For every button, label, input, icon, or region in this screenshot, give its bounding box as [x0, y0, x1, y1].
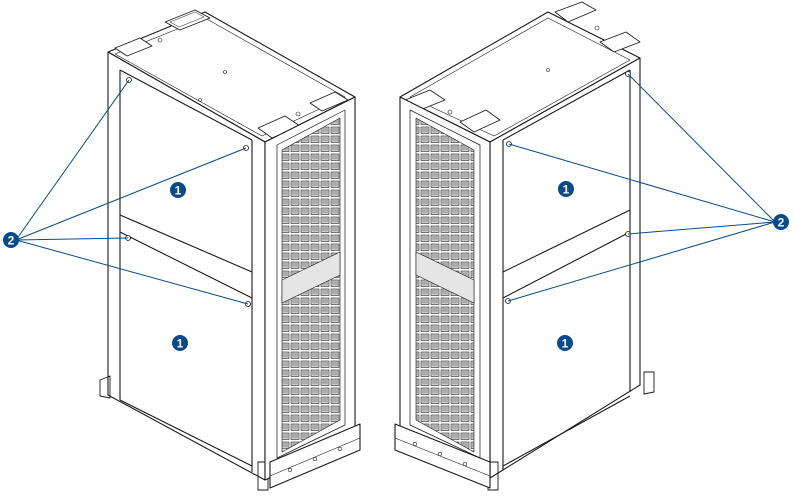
callout-2-right: 2	[773, 214, 789, 230]
callout-1-right-lower: 1	[557, 335, 573, 351]
callout-1-label: 1	[175, 184, 182, 198]
right-cabinet	[394, 1, 655, 491]
callout-1-label: 1	[177, 337, 184, 351]
right-leader-lines	[507, 73, 776, 302]
callout-1-label: 1	[563, 183, 570, 197]
callout-2-label: 2	[778, 216, 785, 230]
callout-1-label: 1	[562, 337, 569, 351]
callout-1-left-lower: 1	[172, 335, 188, 351]
callout-2-left: 2	[3, 232, 19, 248]
callout-1-right-upper: 1	[558, 181, 574, 197]
callout-2-label: 2	[8, 234, 15, 248]
callout-1-left-upper: 1	[170, 182, 186, 198]
left-leader-lines	[15, 79, 249, 305]
left-cabinet	[99, 9, 361, 491]
